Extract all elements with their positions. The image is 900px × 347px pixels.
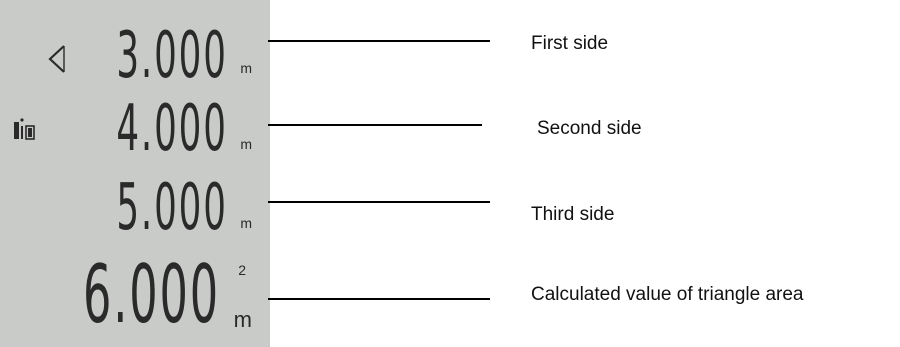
second-side-value: 4.000 [116, 92, 228, 166]
leader-line-first-side [268, 40, 490, 42]
label-third-side: Third side [531, 204, 615, 225]
area-unit-exponent: 2 [238, 262, 246, 278]
leader-line-area [268, 298, 490, 300]
triangle-icon [48, 45, 65, 73]
measure-device-icon [14, 118, 35, 140]
area-unit: m [233, 307, 252, 332]
label-first-side: First side [531, 33, 609, 54]
area-value: 6.000 [82, 248, 220, 341]
label-second-side: Second side [537, 118, 642, 139]
lcd-display: 3.000 m 4.000 m 5.000 m 6.000 2 m [0, 0, 270, 347]
leader-line-second-side [268, 124, 482, 126]
label-area: Calculated value of triangle area [531, 284, 804, 305]
first-side-unit: m [240, 60, 252, 76]
second-side-unit: m [240, 136, 252, 152]
first-side-value: 3.000 [116, 19, 228, 93]
leader-line-third-side [268, 201, 490, 203]
third-side-value: 5.000 [116, 171, 228, 245]
third-side-unit: m [240, 215, 252, 231]
